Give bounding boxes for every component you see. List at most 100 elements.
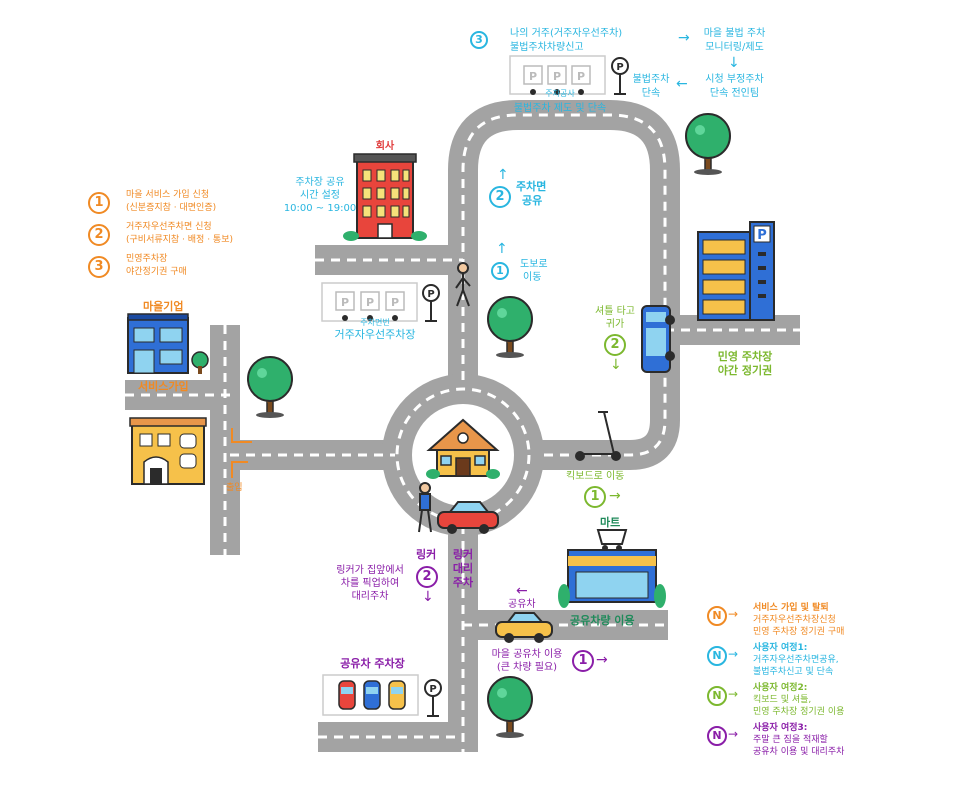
legend-line1: 거주자우선주차면공유, xyxy=(753,655,839,665)
share-space-line-2: 공유 xyxy=(522,194,543,207)
shuttle-badge: 2 xyxy=(604,334,626,356)
village-car-line-1: 마을 공유차 이용 xyxy=(491,649,563,660)
red-car-icon xyxy=(437,501,499,534)
legend-title: 사용자 여정3: xyxy=(753,723,808,733)
walk-badge: 1 xyxy=(491,262,509,280)
arrow-down-icon: ↓ xyxy=(610,357,622,373)
legend-line2: 민영 주차장 정기권 이용 xyxy=(753,707,845,717)
mart-label: 마트 xyxy=(600,516,621,529)
linker-pick-line-3: 대리주차 xyxy=(351,591,389,602)
shuttle-line-2: 귀가 xyxy=(605,319,625,330)
legend-title: 사용자 여정1: xyxy=(753,643,808,653)
private-parking-line-1: 민영 주차장 xyxy=(717,350,773,363)
walking-person-icon xyxy=(455,262,471,307)
legend-item-1-line-2: (신분증지참 · 대면인증) xyxy=(126,203,217,213)
company-label: 회사 xyxy=(375,141,395,152)
shared-car-lot-label: 공유차 주차장 xyxy=(340,657,405,670)
report-line-2: 불법주차차량신고 xyxy=(510,42,584,53)
arrow-down-icon: ↓ xyxy=(422,589,434,605)
legend-row: N→사용자 여정2:킥보드 및 셔틀,민영 주차장 정기권 이용 xyxy=(707,683,877,722)
illegal-line-2: 단속 xyxy=(641,88,661,99)
linker-valet-line-3: 주차 xyxy=(452,576,474,589)
tree-icon xyxy=(684,112,732,177)
legend-line2: 공유차 이용 및 대리주차 xyxy=(753,747,845,757)
walk-line-2: 이동 xyxy=(523,272,542,283)
legend-line2: 민영 주차장 정기권 구매 xyxy=(753,627,845,637)
village-company-building-icon xyxy=(127,313,209,374)
village-car-line-2: (큰 차량 필요) xyxy=(496,662,558,673)
illegal-line-1: 불법주차 xyxy=(632,74,670,85)
linker-pick-line-1: 링커가 집앞에서 xyxy=(336,565,404,576)
kickboard-label: 킥보드로 이동 xyxy=(566,471,625,482)
enforce-line-2: 단속 전인팀 xyxy=(709,88,760,99)
share-space-line-1: 주차면 xyxy=(516,180,547,193)
yellow-car-icon xyxy=(495,612,553,643)
step-2-badge: 2 xyxy=(88,224,110,246)
top-lot-small-label: 주차공사 xyxy=(545,89,575,98)
legend-item-1-line-1: 마을 서비스 가입 신청 xyxy=(126,190,210,200)
village-company-label: 마을기업 xyxy=(143,300,184,313)
arrow-up-icon: ↑ xyxy=(497,167,509,183)
report-line-1: 나의 거주(거주자우선주차) xyxy=(510,28,623,39)
resident-parking-lot xyxy=(321,282,440,322)
legend-row: N→ 사용자 여정1: 거주자우선주차면공유, 불법주차신고 및 단속 xyxy=(707,643,877,682)
share-space-badge: 2 xyxy=(489,186,511,208)
arrow-right-icon: → xyxy=(728,687,739,701)
top-lot-caption: 불법주차 제도 및 단속 xyxy=(513,103,607,114)
legend-item-2-line-1: 거주자우선주차면 신청 xyxy=(126,222,212,232)
arrow-left-icon: ← xyxy=(516,583,528,599)
parking-share-line-1: 주차장 공유 xyxy=(295,177,345,188)
top-parking-lot xyxy=(509,55,629,96)
svg-text:P: P xyxy=(757,228,767,243)
journey-badge-icon: N xyxy=(707,726,727,746)
monitor-line-1: 마을 불법 주차 xyxy=(703,28,766,39)
arrow-down-icon: ↓ xyxy=(728,55,740,71)
office-building-icon xyxy=(129,417,207,485)
linker-valet-line-2: 대리 xyxy=(452,562,474,575)
private-parking-line-2: 야간 정기권 xyxy=(717,364,773,377)
village-car-badge: 1 xyxy=(572,650,594,672)
monitor-line-2: 모니터링/제도 xyxy=(705,42,764,53)
legend-item-3-line-2: 야간정기권 구매 xyxy=(126,267,187,277)
house-icon xyxy=(426,418,500,479)
linker-badge: 2 xyxy=(416,566,438,588)
legend-item-2-line-2: (구비서류지참 · 배정 · 통보) xyxy=(126,235,233,245)
arrow-left-icon: ← xyxy=(676,76,688,92)
arrow-right-icon: → xyxy=(728,607,739,621)
legend-line1: 주말 큰 짐을 적재할 xyxy=(753,735,828,745)
linker-valet-line-1: 링커 xyxy=(452,548,474,561)
shared-car-lot xyxy=(322,674,442,717)
step-3-badge: 3 xyxy=(88,256,110,278)
shared-car-use-label: 공유차량 이용 xyxy=(570,614,635,627)
bus-icon xyxy=(641,305,675,373)
tree-icon xyxy=(486,675,534,740)
legend-title: 사용자 여정2: xyxy=(753,683,808,693)
arrow-right-icon: → xyxy=(728,647,739,661)
parking-share-line-3: 10:00 ~ 19:00 xyxy=(283,203,357,214)
shared-car-label: 공유차 xyxy=(508,599,536,610)
kickboard-badge: 1 xyxy=(584,486,606,508)
legend-line2: 불법주차신고 및 단속 xyxy=(753,667,834,677)
parking-garage-icon: P xyxy=(697,221,775,321)
enforce-line-1: 시청 부정주차 xyxy=(705,74,764,85)
linker-pick-line-2: 차를 픽업하여 xyxy=(340,578,400,589)
shuttle-line-1: 셔틀 타고 xyxy=(595,306,635,317)
service-join-label: 서비스가입 xyxy=(138,380,189,393)
arrow-right-icon: → xyxy=(678,30,690,46)
resident-lot-label: 거주자우선주차장 xyxy=(334,328,416,341)
linker-label: 링커 xyxy=(416,548,437,561)
resident-lot-small-label: 주차면번 xyxy=(360,318,390,327)
mart-building-icon xyxy=(558,529,666,608)
legend-line1: 거주자우선주차장신청 xyxy=(753,615,836,625)
step-1-badge: 1 xyxy=(88,192,110,214)
linker-person-icon xyxy=(418,482,432,533)
company-building-icon xyxy=(343,153,427,241)
arrow-right-icon: → xyxy=(728,727,739,741)
tree-icon xyxy=(246,355,294,420)
scooter-icon xyxy=(575,411,621,461)
journey-badge-icon: N xyxy=(707,646,727,666)
walk-line-1: 도보로 xyxy=(520,259,548,270)
